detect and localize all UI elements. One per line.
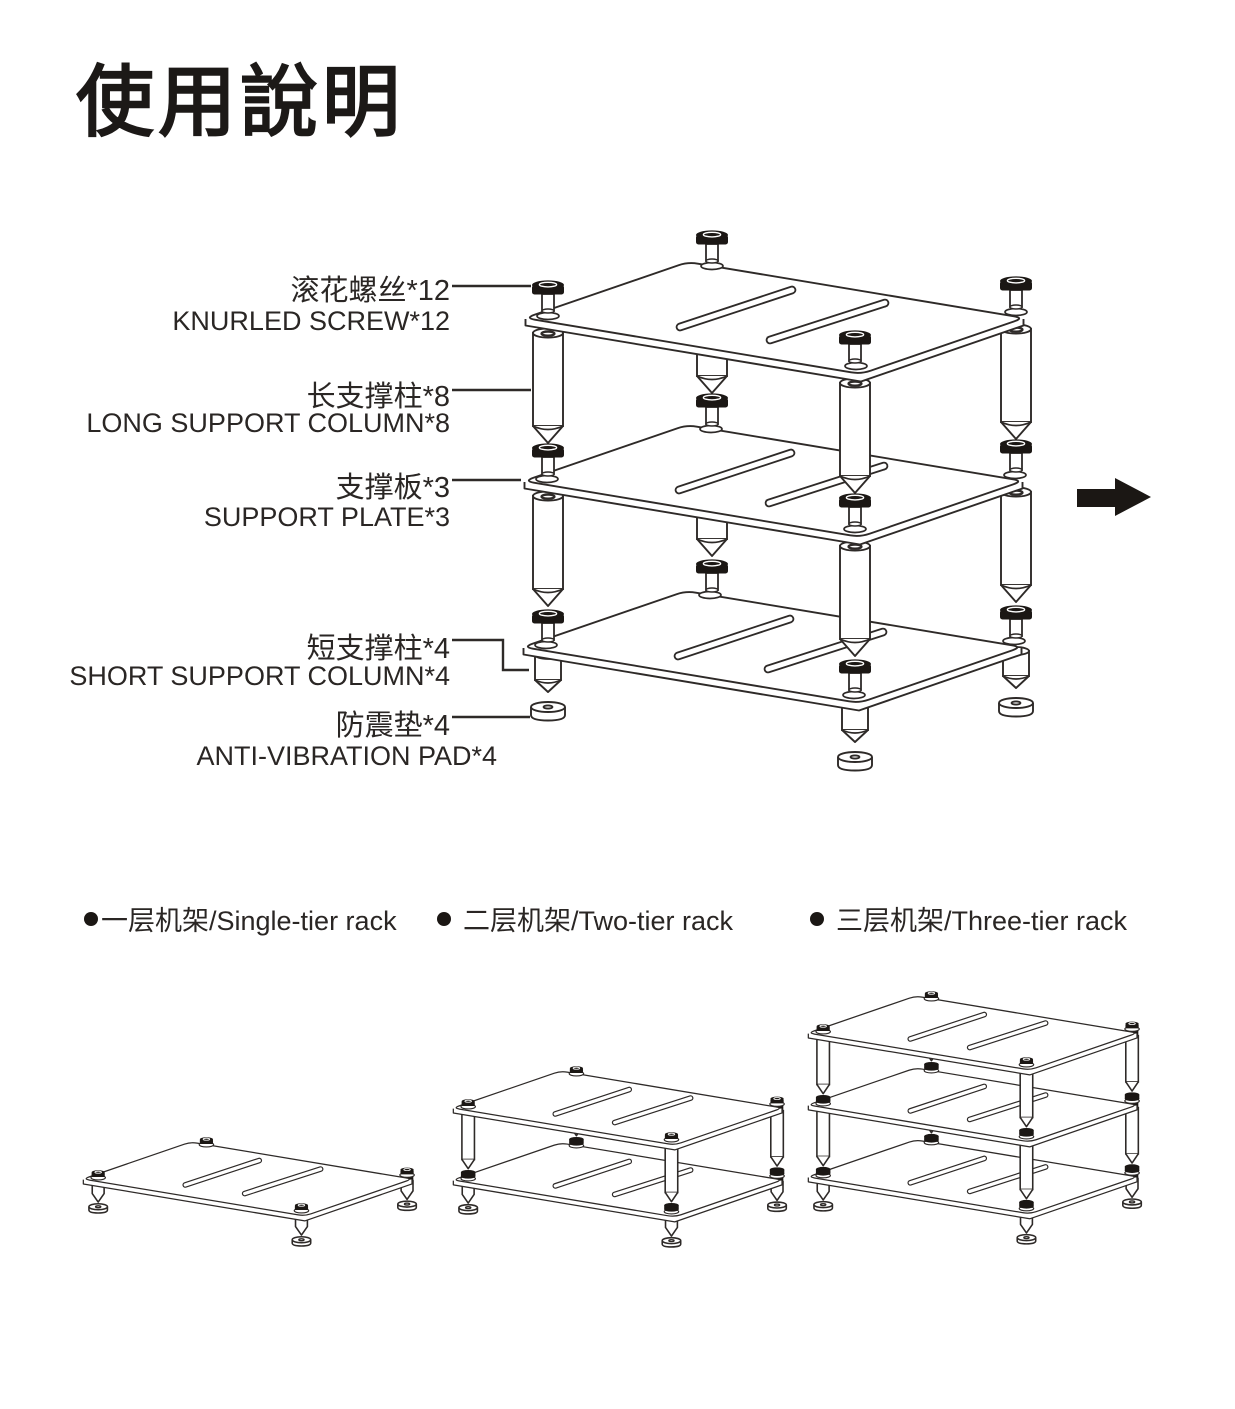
bullet-icon — [810, 911, 824, 926]
config-three-tier-label: 三层机架/Three-tier rack — [836, 906, 1128, 936]
anti-vibration-pad — [837, 751, 873, 772]
label-anti-vibration-pad-zh: 防震垫*4 — [335, 710, 450, 742]
two-tier-rack-diagram — [453, 1065, 786, 1248]
knurled-screw — [695, 392, 729, 427]
knurled-screw — [695, 558, 729, 593]
anti-vibration-pad — [998, 697, 1034, 718]
knurled-screw — [999, 438, 1033, 473]
label-knurled-screw-zh: 滚花螺丝*12 — [290, 275, 450, 307]
support-plate — [524, 592, 1026, 711]
leader-lines — [452, 284, 531, 719]
anti-vibration-pad — [530, 701, 566, 722]
knurled-screw — [999, 275, 1033, 310]
long-support-column — [531, 327, 565, 445]
long-support-column — [838, 540, 872, 658]
support-plate — [525, 426, 1027, 545]
config-two-tier: 二层机架/Two-tier rack — [437, 899, 733, 938]
config-three-tier: 三层机架/Three-tier rack — [810, 899, 1127, 938]
config-single-tier: 一层机架/Single-tier rack — [84, 899, 397, 938]
three-tier-rack-diagram — [808, 990, 1141, 1245]
bullet-icon — [437, 911, 451, 926]
long-support-column — [531, 490, 565, 608]
long-support-column — [838, 377, 872, 495]
label-short-support-column-en: SHORT SUPPORT COLUMN*4 — [69, 661, 450, 691]
label-long-support-column-en: LONG SUPPORT COLUMN*8 — [86, 408, 450, 438]
exploded-view-diagram — [524, 229, 1034, 772]
bullet-icon — [84, 911, 98, 926]
label-support-plate-en: SUPPORT PLATE*3 — [203, 502, 450, 532]
label-long-support-column-zh: 长支撑柱*8 — [306, 381, 450, 413]
single-tier-rack-diagram — [83, 1136, 416, 1247]
page-title: 使用說明 — [76, 58, 405, 146]
label-support-plate-zh: 支撑板*3 — [335, 472, 450, 504]
long-support-column — [999, 486, 1033, 604]
long-support-column — [999, 323, 1033, 441]
knurled-screw — [999, 604, 1033, 639]
label-anti-vibration-pad-en: ANTI-VIBRATION PAD*4 — [196, 741, 497, 771]
config-two-tier-label: 二层机架/Two-tier rack — [463, 906, 734, 936]
config-single-tier-label: 一层机架/Single-tier rack — [101, 906, 397, 936]
arrow-right-icon — [1077, 478, 1151, 516]
label-knurled-screw-en: KNURLED SCREW*12 — [172, 306, 450, 336]
knurled-screw — [695, 229, 729, 264]
label-short-support-column-zh: 短支撑柱*4 — [306, 633, 450, 665]
support-plate — [526, 263, 1028, 382]
